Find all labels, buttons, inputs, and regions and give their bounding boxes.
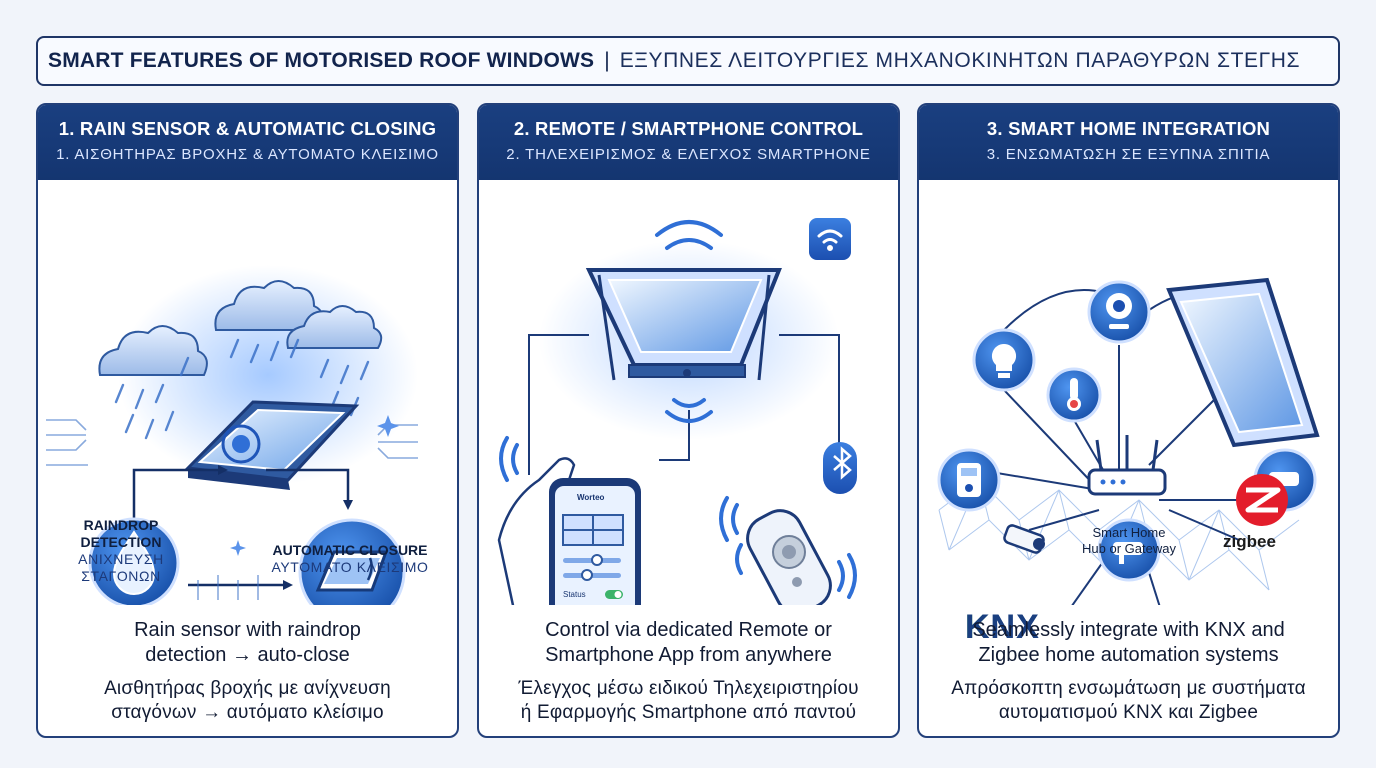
automatic-closure-label: AUTOMATIC CLOSURE ΑΥΤΟΜΑΤΟ ΚΛΕΙΣΙΜΟ (270, 542, 430, 576)
remote-control-icon[interactable] (740, 503, 838, 605)
panel-smart-home: 3. SMART HOME INTEGRATION 3. ΕΝΣΩΜΑΤΩΣΗ … (917, 103, 1340, 738)
thermometer-icon (1046, 367, 1102, 423)
phone-open-label[interactable]: OPEN (567, 609, 591, 618)
page-title-gr: ΕΞΥΠΝΕΣ ΛΕΙΤΟΥΡΓΙΕΣ ΜΗΧΑΝΟΚΙΝΗΤΩΝ ΠΑΡΑΘΥ… (619, 49, 1301, 72)
panel-heading-gr: 3. ΕΝΣΩΜΑΤΩΣΗ ΣΕ ΕΞΥΠΝΑ ΣΠΙΤΙΑ (986, 146, 1271, 163)
caption-en: Control via dedicated Remote or Smartpho… (479, 618, 898, 668)
raindrop-detection-label: RAINDROP DETECTION ΑΝΙΧΝΕΥΣΗ ΣΤΑΓΟΝΩΝ (66, 517, 176, 585)
panel-header: 2. REMOTE / SMARTPHONE CONTROL 2. ΤΗΛΕΧΕ… (479, 105, 898, 180)
security-camera-icon (1003, 524, 1045, 554)
cloud-icon (98, 280, 383, 376)
sensor-icon (221, 424, 261, 464)
caption-gr-line-2: αυτοματισμού KNX και Zigbee (998, 702, 1259, 723)
smartphone-icon[interactable] (549, 478, 641, 605)
caption-en-line-2: detection → auto-close (145, 644, 350, 666)
automatic-closure-gr: ΑΥΤΟΜΑΤΟ ΚΛΕΙΣΙΜΟ (271, 559, 429, 575)
hub-label-line-1: Smart Home (1092, 525, 1166, 540)
caption-en-line-1: Rain sensor with raindrop (134, 619, 361, 641)
zigbee-logo-text: zigbee (1223, 532, 1276, 551)
panel-heading-en: 3. SMART HOME INTEGRATION (986, 118, 1271, 139)
caption-gr-line-1: Έλεγχος μέσω ειδικού Τηλεχειριστηρίου (518, 678, 859, 699)
raindrop-detection-en: RAINDROP DETECTION (80, 517, 162, 550)
panel-heading-gr: 1. ΑΙΣΘΗΤΗΡΑΣ ΒΡΟΧΗΣ & ΑΥΤΟΜΑΤΟ ΚΛΕΙΣΙΜΟ (56, 146, 439, 163)
bluetooth-icon (823, 442, 857, 494)
wifi-icon (809, 218, 851, 260)
panel-remote-control: 2. REMOTE / SMARTPHONE CONTROL 2. ΤΗΛΕΧΕ… (477, 103, 900, 738)
caption-en-line-2: Zigbee home automation systems (978, 644, 1279, 666)
phone-close-label[interactable]: CLOSE (598, 609, 626, 618)
page-title-en: SMART FEATURES OF MOTORISED ROOF WINDOWS (48, 49, 595, 72)
smart-home-illustration: Smart Home Hub or Gateway KNX zigbee (919, 180, 1338, 646)
panel-heading-gr: 2. ΤΗΛΕΧΕΙΡΙΣΜΟΣ & ΕΛΕΓΧΟΣ SMARTPHONE (506, 146, 871, 163)
roof-window-icon (585, 268, 782, 381)
webcam-icon (1087, 280, 1151, 344)
caption-en: Seamlessly integrate with KNX and Zigbee… (919, 618, 1338, 668)
caption-gr: Έλεγχος μέσω ειδικού Τηλεχειριστηρίου ή … (479, 677, 898, 725)
caption-en-line-1: Seamlessly integrate with KNX and (972, 619, 1285, 641)
phone-app-title: Worteo (577, 493, 605, 502)
panel-header: 3. SMART HOME INTEGRATION 3. ΕΝΣΩΜΑΤΩΣΗ … (919, 105, 1338, 180)
knx-logo-text: KNX (965, 608, 1040, 646)
hub-label: Smart Home Hub or Gateway (1059, 525, 1199, 557)
title-separator: | (604, 49, 610, 72)
page-title-bar: SMART FEATURES OF MOTORISED ROOF WINDOWS… (36, 36, 1340, 86)
panel-heading-en: 2. REMOTE / SMARTPHONE CONTROL (513, 118, 864, 139)
caption-gr-line-2: σταγόνων → αυτόματο κλείσιμο (111, 702, 384, 723)
zigbee-logo-icon (1236, 474, 1288, 526)
caption-en-line-2: Smartphone App from anywhere (545, 644, 832, 666)
caption-gr: Αισθητήρας βροχής με ανίχνευση σταγόνων … (38, 677, 457, 725)
light-bulb-icon (972, 328, 1036, 392)
caption-en-line-1: Control via dedicated Remote or (545, 619, 832, 641)
security-camera-icon (1097, 518, 1161, 582)
automatic-closure-en: AUTOMATIC CLOSURE (272, 542, 428, 558)
panel-rain-sensor: 1. RAIN SENSOR & AUTOMATIC CLOSING 1. ΑΙ… (36, 103, 459, 738)
roof-window-icon (1166, 277, 1320, 448)
panel-heading-en: 1. RAIN SENSOR & AUTOMATIC CLOSING (58, 118, 437, 139)
hub-label-line-2: Hub or Gateway (1082, 541, 1176, 556)
wifi-signal-icon (655, 220, 723, 250)
caption-gr-line-1: Αισθητήρας βροχής με ανίχνευση (104, 678, 391, 699)
panel-header: 1. RAIN SENSOR & AUTOMATIC CLOSING 1. ΑΙ… (38, 105, 457, 180)
caption-gr: Απρόσκοπτη ενσωμάτωση με συστήματα αυτομ… (919, 677, 1338, 725)
roof-window-icon (184, 400, 360, 490)
caption-en: Rain sensor with raindrop detection → au… (38, 618, 457, 668)
phone-status-label: Status (563, 590, 586, 599)
raindrop-icon (88, 517, 180, 605)
caption-gr-line-2: ή Εφαρμογής Smartphone από παντού (520, 702, 857, 723)
closed-window-icon (298, 518, 406, 605)
caption-gr-line-1: Απρόσκοπτη ενσωμάτωση με συστήματα (951, 678, 1306, 699)
knx-logo: KNX (965, 608, 1040, 647)
raindrop-detection-gr: ΑΝΙΧΝΕΥΣΗ ΣΤΑΓΟΝΩΝ (78, 551, 164, 584)
rain-sensor-illustration: RAINDROP DETECTION ΑΝΙΧΝΕΥΣΗ ΣΤΑΓΟΝΩΝ AU… (38, 180, 457, 605)
thermostat-icon (937, 448, 1001, 512)
router-icon (1087, 435, 1167, 496)
remote-control-illustration: Worteo Status OPEN CLOSE (479, 180, 898, 618)
